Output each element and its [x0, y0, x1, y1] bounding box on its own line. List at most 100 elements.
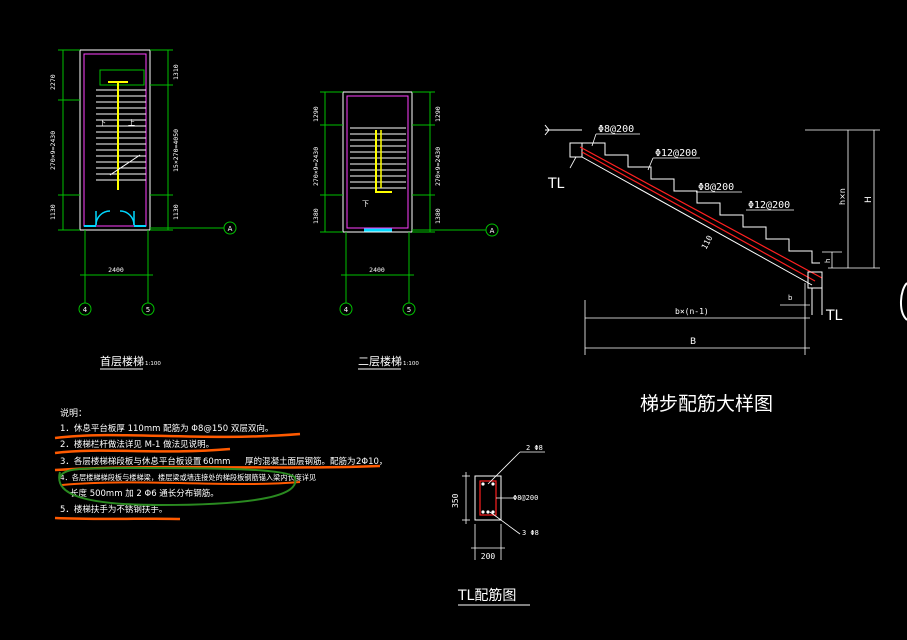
plan2-width-dim — [341, 232, 414, 303]
plan1-scale: 1:100 — [145, 361, 161, 367]
plan1-axis-4-bubble — [78, 302, 92, 316]
notes-line-2: 2．楼梯栏杆做法详见 M-1 做法见说明。 — [60, 439, 214, 450]
detail-step-profile — [582, 142, 820, 264]
detail-top-rebar — [579, 146, 823, 279]
plan1-dim-right-2: 15×270=4050 — [172, 129, 180, 172]
plan2-axis-a-label: A — [490, 227, 495, 235]
detail-rebar-label-3: Φ8@200 — [698, 182, 734, 193]
detail-thickness-label: 110 — [700, 234, 715, 251]
plan1-treads — [96, 89, 146, 181]
plan1-axis-a-label: A — [228, 225, 233, 233]
notes-line-4b: 长度 500mm 加 2 Φ6 通长分布钢筋。 — [70, 488, 219, 499]
tl-beam-section: 2 Φ8 Φ8@200 3 Φ8 350 200 TL配筋图 — [451, 444, 545, 606]
detail-rebar-label-4: Φ12@200 — [748, 200, 790, 211]
notes-line-3b: 60mm — [203, 457, 230, 467]
detail-tl-bottom-label: TL — [825, 308, 843, 324]
detail-bottom-beam — [807, 271, 823, 289]
plan2-handrail — [375, 130, 392, 193]
plan2-wall-outer — [342, 91, 413, 233]
plan1-width-dim — [80, 230, 153, 303]
plan2-dim-right-2: 270×9=2430 — [434, 147, 442, 186]
plan2-dim-left-1: 1290 — [312, 106, 320, 122]
markup-green-ellipse — [58, 467, 297, 507]
plan1-wall-inner — [83, 53, 147, 227]
plan2-dim-right — [412, 91, 435, 233]
plan-2: 下 1290 270×9=2430 1380 1290 270×9=2430 1… — [312, 91, 499, 370]
plan1-dim-right — [150, 49, 173, 231]
detail-bottom-rebar — [581, 151, 816, 282]
plan1-dim-left-3: 1130 — [49, 204, 57, 220]
plan2-axis-4-label: 4 — [344, 306, 349, 314]
plan1-landing — [99, 69, 145, 86]
plan1-dim-right-1: 1310 — [172, 64, 180, 80]
plan1-up-label: 上 — [128, 118, 135, 127]
beam-height-label: 350 — [451, 493, 460, 508]
beam-dims — [462, 472, 505, 560]
markup-underline-4 — [61, 481, 301, 486]
plan2-axis-a-bubble — [485, 223, 499, 237]
plan2-title: 二层楼梯 — [358, 354, 402, 368]
detail-vertical-dims — [805, 129, 880, 269]
plan2-axis-4-bubble — [339, 302, 353, 316]
plan1-dim-left — [58, 49, 80, 231]
notes-line-5: 5．楼梯扶手为不锈钢扶手。 — [60, 504, 167, 515]
plan2-dim-left-3: 1380 — [312, 208, 320, 224]
plan1-axis-5-label: 5 — [146, 306, 150, 314]
plan2-dim-left-2: 270×9=2430 — [312, 147, 320, 186]
notes-block: 说明： 1．休息平台板厚 110mm 配筋为 Φ8@150 双层双向。 2．楼梯… — [54, 407, 387, 521]
plan2-dim-left — [320, 91, 343, 233]
beam-top-bars-label: 2 Φ8 — [526, 444, 543, 452]
detail-hn-label: h×n — [838, 188, 847, 205]
notes-line-1: 1．休息平台板厚 110mm 配筋为 Φ8@150 双层双向。 — [60, 423, 273, 434]
plan1-dim-left-1: 2270 — [49, 74, 57, 90]
markup-underline-2 — [54, 447, 231, 455]
markup-underline-5 — [54, 516, 181, 521]
beam-bars — [481, 482, 495, 514]
plan1-dim-left-2: 270×9=2430 — [49, 131, 57, 170]
detail-rebar-label-2: Φ12@200 — [655, 148, 697, 159]
plan2-dim-right-3: 1380 — [434, 208, 442, 224]
plan2-wall-inner — [346, 95, 409, 229]
plan2-dim-right-1: 1290 — [434, 106, 442, 122]
detail-rebar-label-1: Φ8@200 — [598, 124, 634, 135]
plan2-axis-5-label: 5 — [407, 306, 411, 314]
plan2-down-label: 下 — [362, 200, 369, 208]
notes-line-3d: 2Φ10， — [356, 457, 387, 467]
plan2-treads — [350, 127, 406, 189]
plan1-width-label: 2400 — [108, 266, 124, 274]
plan1-break-line — [109, 154, 141, 176]
plan1-title: 首层楼梯 — [100, 354, 144, 368]
plan1-door-left — [95, 210, 111, 226]
notes-line-4a: 4．各层楼梯梯段板与楼梯梁，楼层梁或墙连接处的梯段板钢筋锚入梁内长度详见 — [60, 473, 316, 482]
detail-big-h-label: H — [864, 196, 874, 203]
plan1-down-label: 下 — [99, 119, 106, 127]
plan2-width-label: 2400 — [369, 266, 385, 274]
beam-stirrup-label: Φ8@200 — [513, 494, 538, 502]
edge-artifact — [900, 282, 907, 321]
beam-stirrup — [479, 480, 497, 516]
detail-total-label: B — [690, 337, 696, 347]
notes-line-3c: 厚的混凝土面层钢筋。配筋为 — [245, 456, 356, 467]
plan1-axis-5-bubble — [141, 302, 155, 316]
detail-horizontal-dims — [584, 283, 810, 355]
plan-1: 下 上 2270 270×9=2430 1130 1310 15×270=405… — [49, 49, 237, 370]
detail-title: 梯步配筋大样图 — [640, 393, 773, 415]
plan2-axis-5-bubble — [402, 302, 416, 316]
stair-detail: Φ8@200 Φ12@200 Φ8@200 Φ12@200 TL TL 110 … — [544, 124, 880, 415]
detail-top-beam — [569, 142, 583, 158]
notes-line-3a: 3．各层楼梯梯段板与休息平台板设置 — [60, 456, 202, 467]
detail-length-label: b×(n-1) — [675, 307, 709, 316]
plan1-wall-outer — [79, 49, 151, 231]
beam-width-label: 200 — [481, 552, 496, 561]
plan1-axis-a-bubble — [223, 221, 237, 235]
plan1-axis-4-label: 4 — [83, 306, 88, 314]
detail-h-label: h — [824, 259, 832, 263]
notes-heading: 说明： — [60, 407, 87, 419]
detail-tl-top-label: TL — [547, 176, 565, 192]
markup-underline-1 — [54, 432, 301, 440]
plan1-dim-right-3: 1130 — [172, 204, 180, 220]
beam-title: TL配筋图 — [457, 587, 516, 604]
plan1-door-right — [119, 210, 135, 226]
beam-bottom-bars-label: 3 Φ8 — [522, 529, 539, 537]
